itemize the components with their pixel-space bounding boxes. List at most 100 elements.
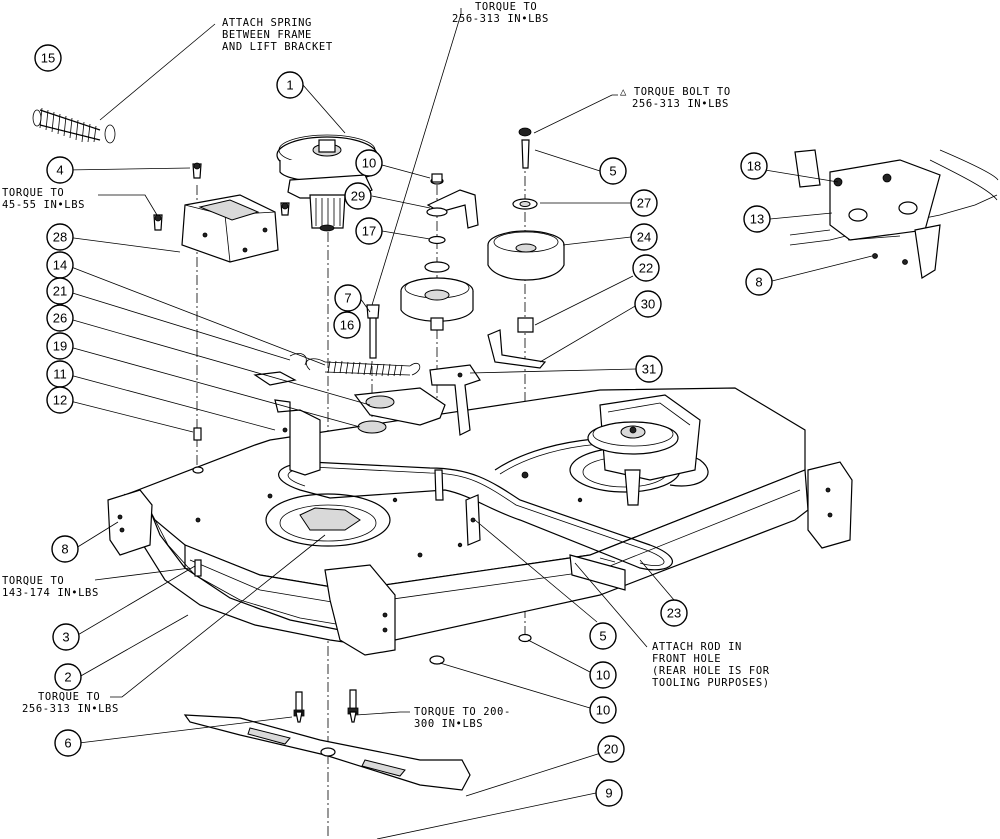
note-torque-45-line-2: 45-55 IN•LBS xyxy=(2,199,85,211)
note-torque-143-line-2: 143-174 IN•LBS xyxy=(2,587,99,599)
note-attach-rod-line-1: ATTACH ROD IN xyxy=(652,641,742,653)
part-callouts: 15 1 4 28 14 21 26 19 11 12 8 3 2 6 10 2… xyxy=(34,44,773,807)
callout-12-label: 12 xyxy=(53,393,67,408)
callout-6-label: 6 xyxy=(64,736,71,751)
callout-3-label: 3 xyxy=(62,630,69,645)
callout-14-label: 14 xyxy=(53,258,67,273)
callout-29[interactable]: 29 xyxy=(344,182,372,210)
callout-9-label: 9 xyxy=(605,786,612,801)
callout-8-left-label: 8 xyxy=(61,542,68,557)
note-torque-top: TORQUE TO 256-313 IN•LBS xyxy=(452,1,549,25)
callout-23[interactable]: 23 xyxy=(660,599,688,627)
callout-7[interactable]: 7 xyxy=(334,284,362,312)
callout-4[interactable]: 4 xyxy=(46,156,74,184)
callout-28[interactable]: 28 xyxy=(46,223,74,251)
note-torque-200: TORQUE TO 200- 300 IN•LBS xyxy=(414,706,510,730)
note-torque-top-line-2: 256-313 IN•LBS xyxy=(452,13,549,25)
note-torque-256-bottom: TORQUE TO 256-313 IN•LBS xyxy=(22,691,118,715)
callout-26[interactable]: 26 xyxy=(46,304,74,332)
callout-8-left[interactable]: 8 xyxy=(51,535,79,563)
callout-10-bottom[interactable]: 10 xyxy=(589,696,617,724)
note-attach-rod-line-2: FRONT HOLE xyxy=(652,653,721,665)
callout-30-label: 30 xyxy=(641,297,655,312)
callout-11-label: 11 xyxy=(53,367,67,382)
callout-24-label: 24 xyxy=(637,230,651,245)
callout-1[interactable]: 1 xyxy=(276,71,304,99)
callout-18[interactable]: 18 xyxy=(740,152,768,180)
callout-18-label: 18 xyxy=(747,159,761,174)
callout-10-top[interactable]: 10 xyxy=(355,149,383,177)
callout-8-inset-label: 8 xyxy=(755,275,762,290)
callout-20-label: 20 xyxy=(604,742,618,757)
callout-22[interactable]: 22 xyxy=(632,254,660,282)
note-torque-143-line-1: TORQUE TO xyxy=(2,575,64,587)
callout-10-bottom-label: 10 xyxy=(596,703,610,718)
mower-blade xyxy=(183,714,471,791)
callout-17-label: 17 xyxy=(362,224,376,239)
callout-4-label: 4 xyxy=(56,163,63,178)
note-attach-rod-line-3: (REAR HOLE IS FOR xyxy=(652,665,770,677)
note-spring-line-1: ATTACH SPRING xyxy=(222,17,312,29)
right-spindle-assembly xyxy=(587,394,701,506)
callout-12[interactable]: 12 xyxy=(46,386,74,414)
idler-arm-assembly xyxy=(253,189,547,546)
note-spring-line-3: AND LIFT BRACKET xyxy=(222,41,333,53)
mower-deck-housing xyxy=(107,387,853,656)
callout-13-label: 13 xyxy=(750,212,764,227)
callout-5-top[interactable]: 5 xyxy=(599,157,627,185)
callout-3[interactable]: 3 xyxy=(52,623,80,651)
callout-24[interactable]: 24 xyxy=(630,223,658,251)
callout-13[interactable]: 13 xyxy=(743,205,771,233)
note-attach-spring: ATTACH SPRING BETWEEN FRAME AND LIFT BRA… xyxy=(222,17,333,53)
right-idler-stack xyxy=(487,127,565,333)
callout-27-label: 27 xyxy=(637,196,651,211)
callout-5-mid[interactable]: 5 xyxy=(589,622,617,650)
note-torque-bolt-line-1: △ TORQUE BOLT TO xyxy=(620,86,731,98)
callout-5-mid-label: 5 xyxy=(599,629,606,644)
callout-30[interactable]: 30 xyxy=(634,290,662,318)
spring-15 xyxy=(32,107,116,144)
rod-16-pin-7 xyxy=(366,304,380,359)
callout-31[interactable]: 31 xyxy=(635,355,663,383)
callout-15[interactable]: 15 xyxy=(34,44,62,72)
callout-7-label: 7 xyxy=(344,291,351,306)
callout-31-label: 31 xyxy=(642,362,656,377)
leader-lines xyxy=(65,8,873,839)
callout-14[interactable]: 14 xyxy=(46,251,74,279)
callout-8-inset[interactable]: 8 xyxy=(745,268,773,296)
note-torque-45: TORQUE TO 45-55 IN•LBS xyxy=(2,187,85,211)
note-torque-200-line-2: 300 IN•LBS xyxy=(414,718,483,730)
callout-9[interactable]: 9 xyxy=(595,779,623,807)
callout-16[interactable]: 16 xyxy=(333,311,361,339)
callout-20[interactable]: 20 xyxy=(597,735,625,763)
callout-21-label: 21 xyxy=(53,284,67,299)
note-spring-line-2: BETWEEN FRAME xyxy=(222,29,312,41)
callout-10-top-label: 10 xyxy=(362,156,376,171)
callout-17[interactable]: 17 xyxy=(355,217,383,245)
callout-1-label: 1 xyxy=(286,78,293,93)
callout-26-label: 26 xyxy=(53,311,67,326)
lift-bracket-28 xyxy=(153,162,290,263)
note-torque-bolt-line-2: 256-313 IN•LBS xyxy=(632,98,729,110)
spring-14 xyxy=(289,353,421,377)
callout-22-label: 22 xyxy=(639,261,653,276)
note-attach-rod: ATTACH ROD IN FRONT HOLE (REAR HOLE IS F… xyxy=(652,641,770,689)
note-attach-rod-line-4: TOOLING PURPOSES) xyxy=(652,677,770,689)
callout-19[interactable]: 19 xyxy=(46,332,74,360)
callout-19-label: 19 xyxy=(53,339,67,354)
callout-23-label: 23 xyxy=(667,606,681,621)
note-torque-bolt: △ TORQUE BOLT TO 256-313 IN•LBS xyxy=(620,86,731,110)
callout-2-label: 2 xyxy=(64,670,71,685)
idler-pulley-stack xyxy=(400,173,474,331)
callout-6[interactable]: 6 xyxy=(54,729,82,757)
callout-11[interactable]: 11 xyxy=(46,360,74,388)
callout-10-mid[interactable]: 10 xyxy=(589,661,617,689)
note-torque-top-line-1: TORQUE TO xyxy=(475,1,537,13)
spindle-pulley-1 xyxy=(276,134,378,232)
callout-2[interactable]: 2 xyxy=(54,663,82,691)
callout-29-label: 29 xyxy=(351,189,365,204)
callout-21[interactable]: 21 xyxy=(46,277,74,305)
callout-27[interactable]: 27 xyxy=(630,189,658,217)
note-torque-256-bottom-line-1: TORQUE TO xyxy=(38,691,100,703)
